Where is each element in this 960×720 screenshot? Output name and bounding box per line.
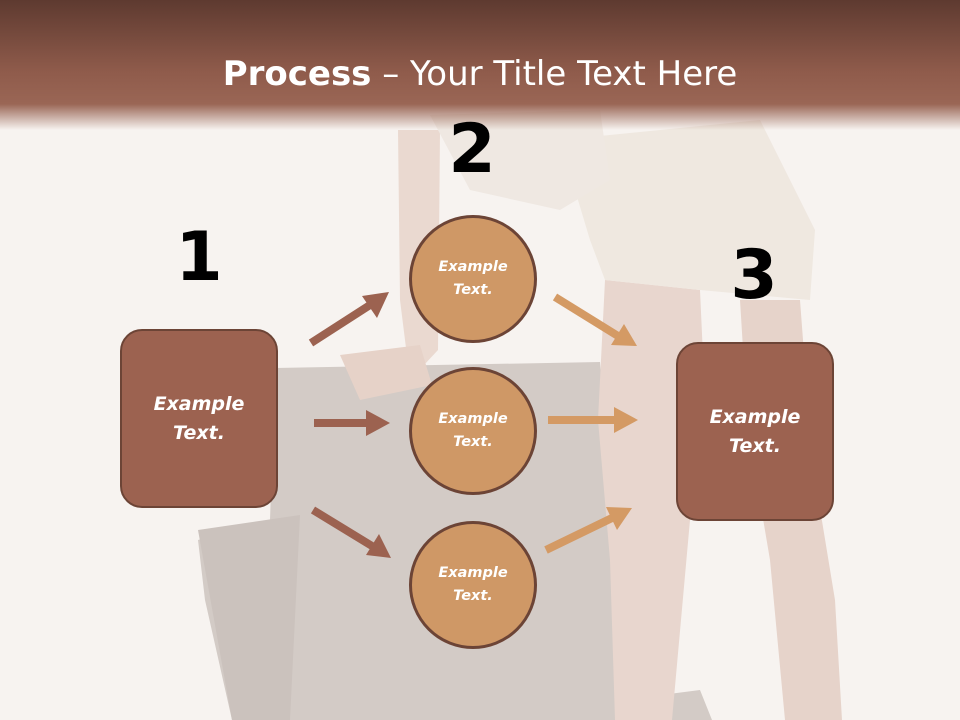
circle-3-line1: Example [438, 565, 508, 581]
step-number-2: 2 [448, 110, 496, 189]
step-number-3: 3 [730, 236, 778, 315]
circle-3-line2: Text. [453, 588, 493, 604]
start-box: Example Text. [120, 329, 278, 508]
circle-2: Example Text. [409, 367, 537, 495]
title-bar [0, 0, 960, 130]
title-bold: Process [222, 54, 372, 94]
circle-1: Example Text. [409, 215, 537, 343]
start-box-line1: Example [153, 392, 245, 415]
step-number-1: 1 [175, 218, 223, 297]
circle-2-line2: Text. [453, 434, 493, 450]
circle-3: Example Text. [409, 521, 537, 649]
circle-2-line1: Example [438, 411, 508, 427]
slide-title: Process – Your Title Text Here [0, 52, 960, 96]
circle-1-line2: Text. [453, 282, 493, 298]
circle-1-line1: Example [438, 259, 508, 275]
title-rest: – Your Title Text Here [371, 54, 738, 94]
end-box: Example Text. [676, 342, 834, 521]
end-box-line1: Example [709, 405, 801, 428]
start-box-line2: Text. [173, 421, 225, 444]
end-box-line2: Text. [729, 434, 781, 457]
